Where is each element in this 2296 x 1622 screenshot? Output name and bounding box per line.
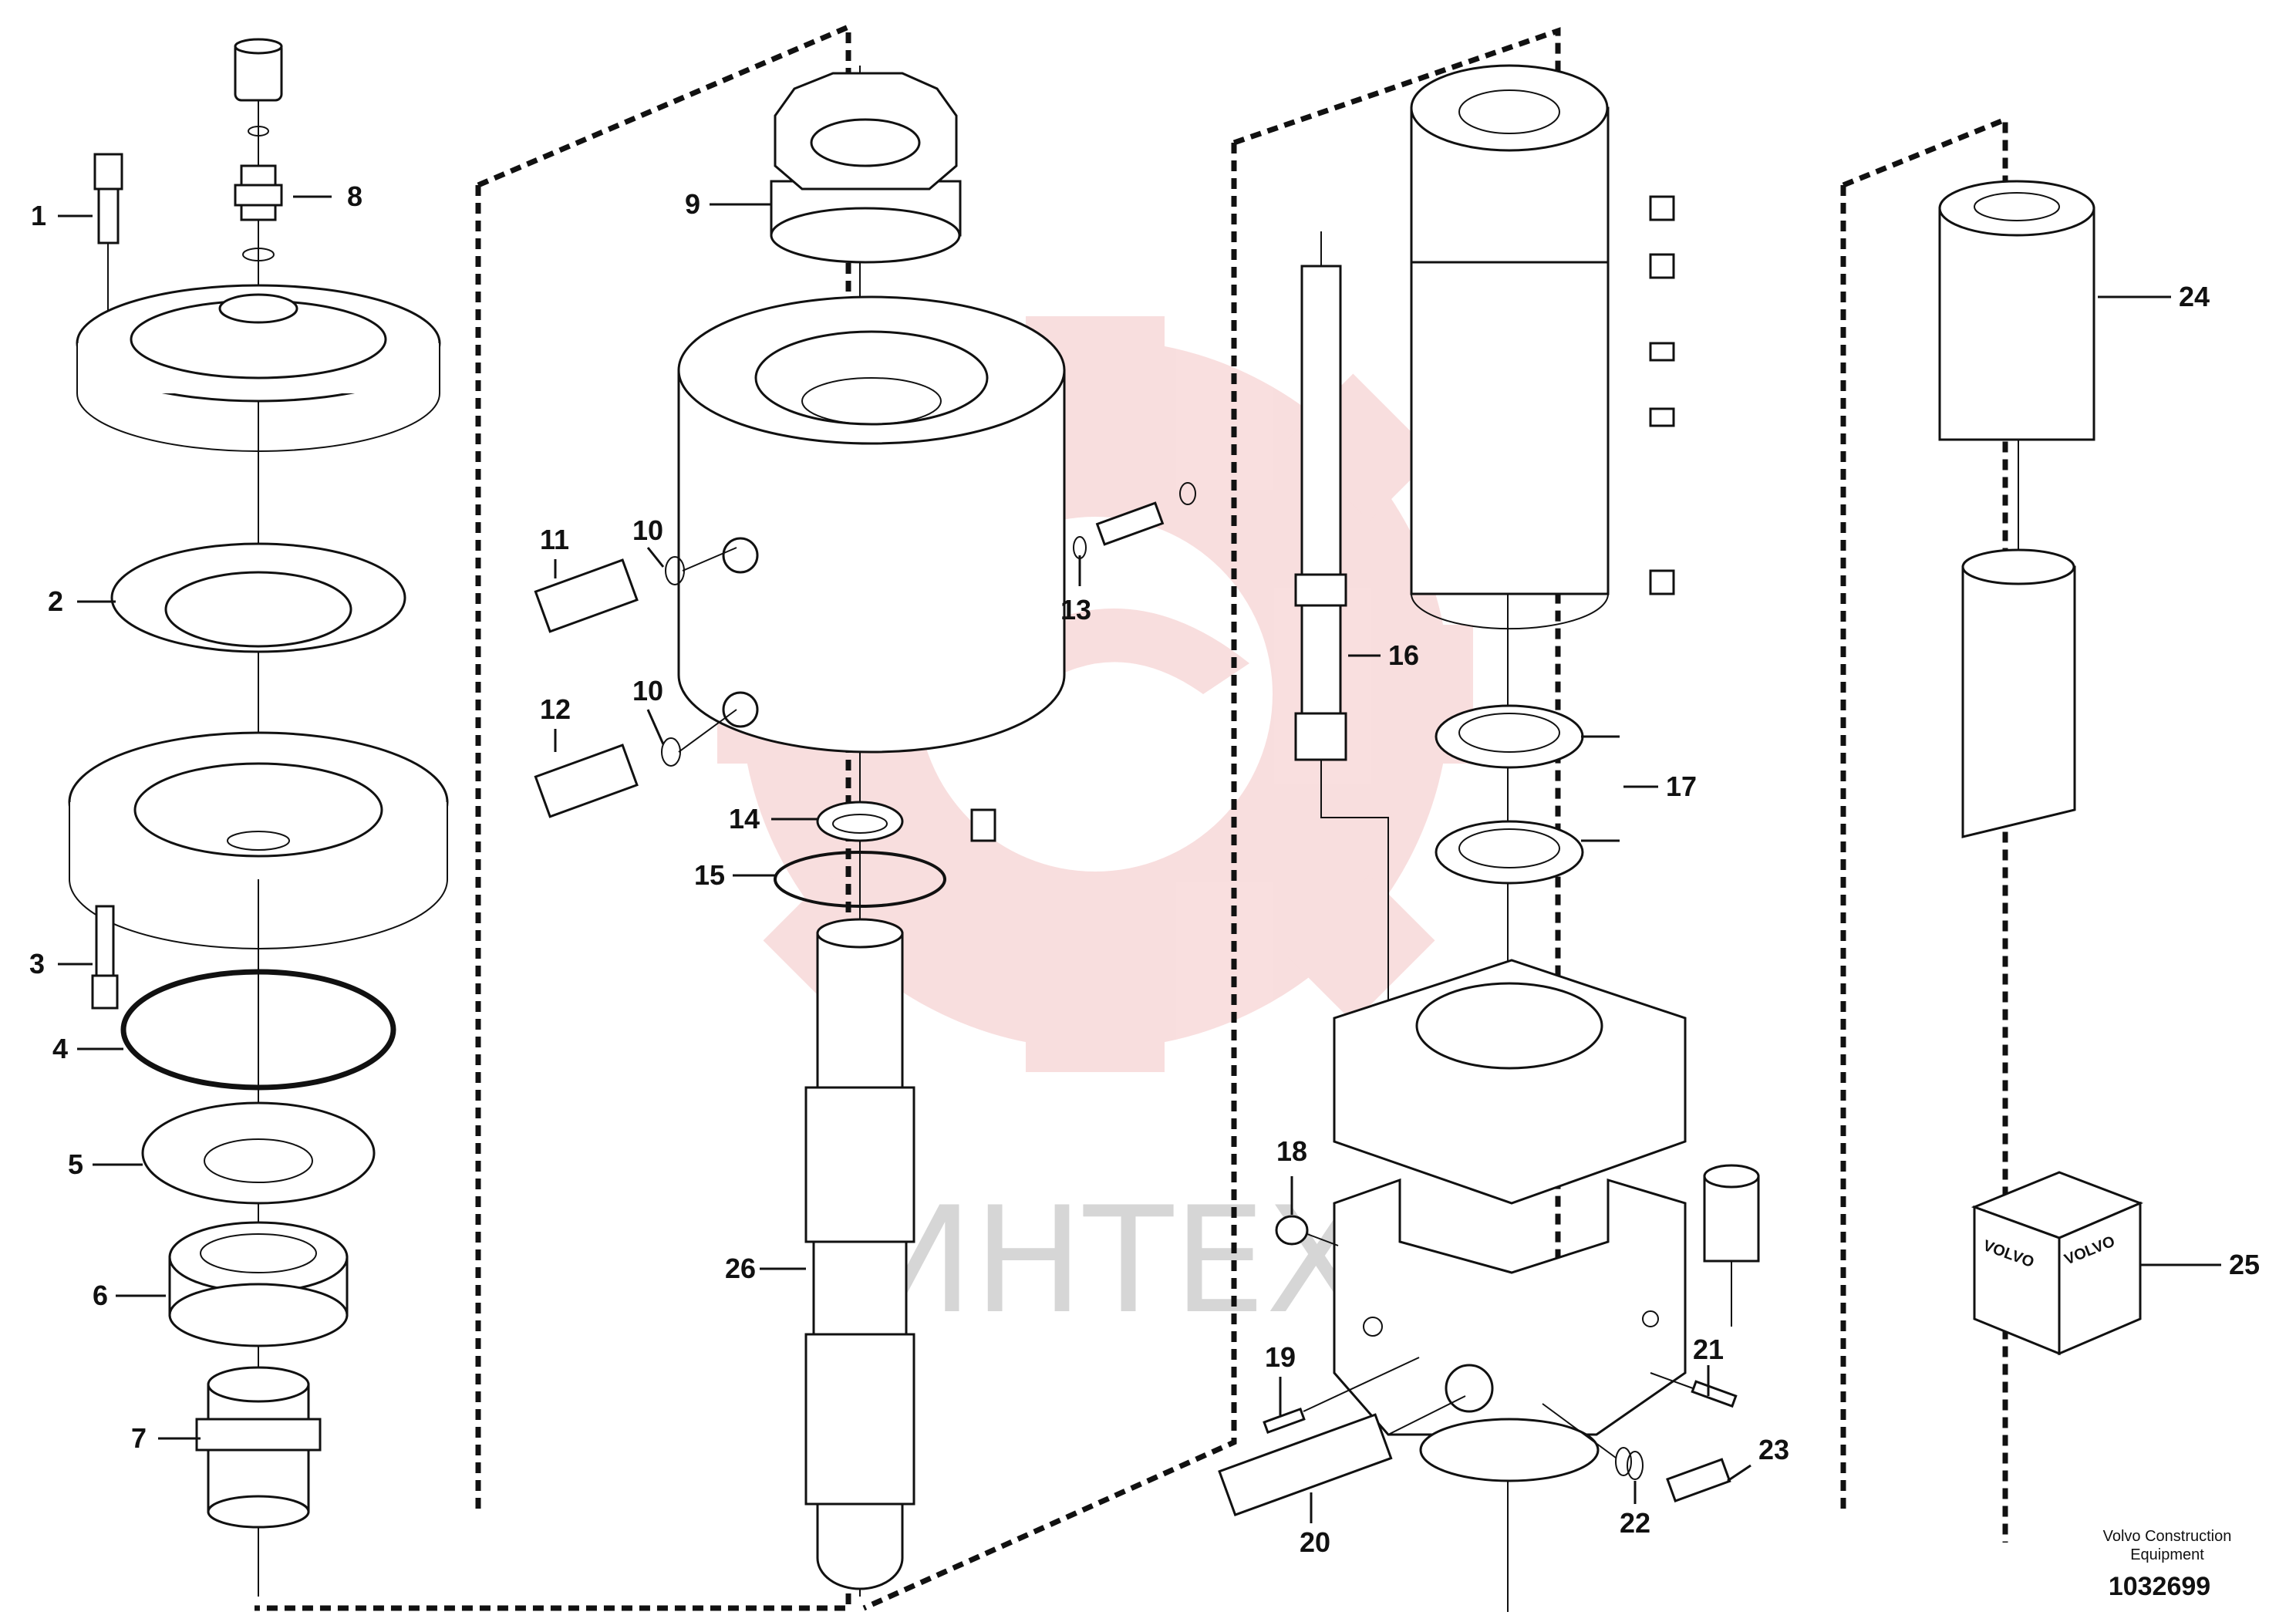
part-21-pin bbox=[1650, 1372, 1738, 1408]
part-17-seals bbox=[1435, 704, 1584, 885]
callout-19: 19 bbox=[1265, 1341, 1296, 1373]
part-14-seal bbox=[816, 801, 904, 842]
callout-23: 23 bbox=[1758, 1434, 1789, 1465]
footer: Volvo Construction Equipment 1032699 bbox=[2103, 1528, 2232, 1601]
figure-number: 1032699 bbox=[2109, 1572, 2210, 1601]
part-25-kit-box: VOLVO VOLVO bbox=[1971, 1171, 2143, 1356]
part-4-o-ring bbox=[120, 969, 396, 1091]
callout-7: 7 bbox=[131, 1422, 147, 1454]
part-11-fitting bbox=[534, 547, 737, 633]
callout-14: 14 bbox=[729, 803, 760, 835]
part-cap-nut bbox=[1703, 1164, 1760, 1327]
part-valve-block bbox=[1333, 959, 1687, 1482]
part-6-bearing bbox=[168, 1221, 349, 1347]
watermark-text: ИНТЕХ bbox=[864, 1175, 1366, 1346]
callout-1: 1 bbox=[31, 200, 46, 231]
callout-24: 24 bbox=[2179, 281, 2210, 312]
callout-25: 25 bbox=[2229, 1249, 2260, 1280]
part-9-nut bbox=[770, 72, 962, 264]
part-22-spring bbox=[1615, 1447, 1644, 1480]
callout-15: 15 bbox=[694, 859, 725, 891]
callout-4: 4 bbox=[52, 1033, 68, 1064]
callout-13: 13 bbox=[1060, 594, 1091, 626]
part-19-pin bbox=[1263, 1357, 1420, 1435]
springs-pins bbox=[1649, 195, 1675, 595]
group-boundaries bbox=[255, 22, 2008, 1611]
part-valve-housing bbox=[677, 295, 1066, 842]
part-26-spool bbox=[804, 918, 915, 1590]
part-24-sleeve bbox=[1938, 180, 2095, 838]
part-7-bushing bbox=[195, 1366, 322, 1529]
callout-22: 22 bbox=[1620, 1507, 1650, 1539]
callout-12: 12 bbox=[540, 693, 571, 725]
part-sleeve-assembly bbox=[1410, 64, 1610, 630]
callout-2: 2 bbox=[48, 585, 63, 617]
callout-9: 9 bbox=[685, 188, 700, 220]
part-18-plug bbox=[1275, 1215, 1339, 1246]
credit-line-2: Equipment bbox=[2130, 1546, 2204, 1563]
part-16-shaft bbox=[1294, 231, 1389, 1026]
callout-3: 3 bbox=[29, 948, 45, 980]
callout-10b: 10 bbox=[632, 675, 663, 706]
part-5-washer bbox=[141, 1101, 376, 1205]
leader-lines bbox=[58, 195, 2221, 1523]
credit-line-1: Volvo Construction bbox=[2103, 1528, 2232, 1545]
callout-5: 5 bbox=[68, 1148, 83, 1180]
part-3-screw bbox=[91, 905, 119, 1010]
part-2-seal bbox=[110, 542, 406, 653]
part-1-bolt bbox=[93, 153, 123, 347]
callouts: 1 8 2 3 4 5 6 7 9 10 11 10 12 13 14 15 2… bbox=[29, 180, 2260, 1558]
part-12-fitting bbox=[534, 709, 737, 818]
callout-6: 6 bbox=[93, 1280, 108, 1311]
part-15-o-ring bbox=[774, 851, 946, 908]
callout-18: 18 bbox=[1276, 1135, 1307, 1167]
callout-21: 21 bbox=[1693, 1334, 1724, 1365]
part-20-pin bbox=[1218, 1395, 1466, 1517]
callout-11: 11 bbox=[540, 524, 569, 555]
callout-17: 17 bbox=[1666, 771, 1697, 802]
callout-8: 8 bbox=[347, 180, 362, 212]
callout-26: 26 bbox=[725, 1253, 756, 1284]
part-ring-flange bbox=[68, 731, 449, 949]
callout-20: 20 bbox=[1300, 1526, 1330, 1558]
callout-16: 16 bbox=[1388, 639, 1419, 671]
part-23-plug bbox=[1542, 1403, 1731, 1502]
part-8-fitting bbox=[234, 38, 283, 261]
part-top-cover bbox=[76, 284, 441, 452]
callout-10a: 10 bbox=[632, 514, 663, 546]
